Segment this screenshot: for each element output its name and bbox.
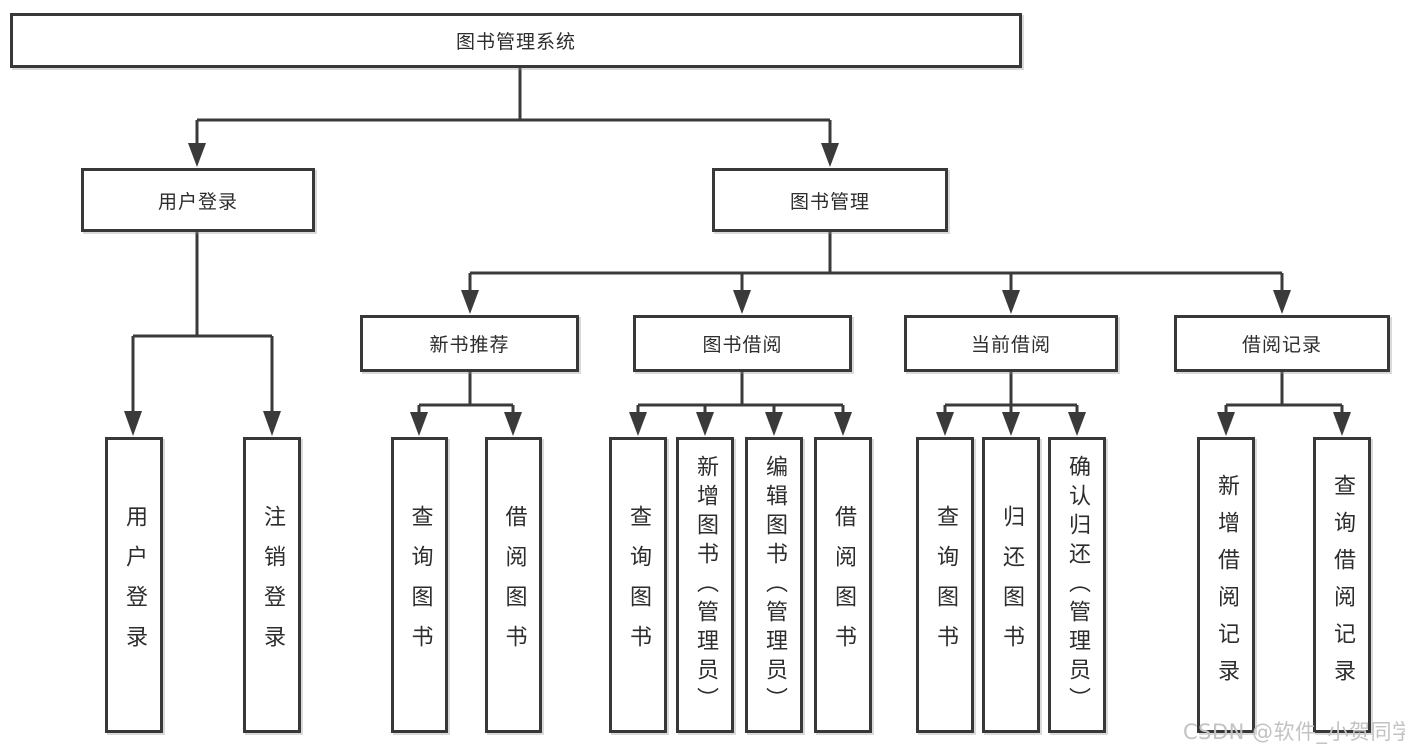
node-borrow-record-label: 借阅记录 (1241, 334, 1322, 356)
leaf-edit-books-admin-label: 编辑图书（管理员） (762, 454, 787, 716)
connector-book-mgmt-to-level3 (461, 232, 1291, 314)
leaf-query-books-recommend: 查询图书 (391, 437, 448, 733)
connector-current-borrow-to-leaves (936, 372, 1086, 436)
leaf-add-books-admin: 新增图书（管理员） (676, 437, 734, 733)
connector-new-book-rec-to-leaves (410, 372, 522, 436)
node-borrow-record: 借阅记录 (1174, 315, 1390, 372)
leaf-borrow-books-recommend: 借阅图书 (485, 437, 542, 733)
leaf-query-borrow-record-label: 查询借阅记录 (1330, 474, 1355, 696)
leaf-user-login: 用户登录 (105, 437, 163, 733)
connector-borrow-record-to-leaves (1217, 372, 1351, 436)
leaf-logout: 注销登录 (243, 437, 301, 733)
node-new-book-recommend-label: 新书推荐 (429, 334, 510, 356)
leaf-borrow-books: 借阅图书 (814, 437, 872, 733)
leaf-logout-label: 注销登录 (260, 505, 285, 665)
leaf-add-borrow-record: 新增借阅记录 (1197, 437, 1255, 733)
leaf-query-books-borrow-label: 查询图书 (626, 505, 651, 665)
leaf-query-books-recommend-label: 查询图书 (407, 505, 433, 665)
leaf-add-borrow-record-label: 新增借阅记录 (1214, 474, 1239, 696)
leaf-query-books-current: 查询图书 (916, 437, 974, 733)
node-book-borrow: 图书借阅 (633, 315, 852, 372)
leaf-confirm-return-admin-label: 确认归还（管理员） (1065, 454, 1090, 716)
leaf-return-books: 归还图书 (982, 437, 1040, 733)
node-library-system-label: 图书管理系统 (455, 31, 576, 53)
node-library-system: 图书管理系统 (10, 13, 1022, 68)
csdn-watermark: CSDN @软件_小贺同学 (1183, 720, 1405, 744)
node-new-book-recommend: 新书推荐 (360, 315, 579, 372)
connector-root-to-level2 (188, 67, 839, 167)
leaf-return-books-label: 归还图书 (999, 505, 1024, 665)
leaf-query-books-borrow: 查询图书 (609, 437, 667, 733)
node-book-management-label: 图书管理 (789, 190, 870, 213)
node-book-borrow-label: 图书借阅 (702, 334, 783, 356)
node-user-login-label: 用户登录 (157, 190, 238, 213)
leaf-query-borrow-record: 查询借阅记录 (1313, 437, 1371, 733)
node-current-borrow-label: 当前借阅 (970, 334, 1051, 356)
node-user-login: 用户登录 (81, 168, 315, 232)
connector-book-borrow-to-leaves (629, 372, 852, 436)
connector-user-login-to-leaves (124, 232, 281, 436)
leaf-edit-books-admin: 编辑图书（管理员） (745, 437, 803, 733)
leaf-query-books-current-label: 查询图书 (933, 505, 958, 665)
leaf-borrow-books-label: 借阅图书 (831, 505, 856, 665)
node-current-borrow: 当前借阅 (904, 315, 1118, 372)
leaf-user-login-label: 用户登录 (122, 505, 147, 665)
leaf-add-books-admin-label: 新增图书（管理员） (693, 454, 718, 716)
leaf-borrow-books-recommend-label: 借阅图书 (501, 505, 527, 665)
node-book-management: 图书管理 (712, 168, 948, 232)
leaf-confirm-return-admin: 确认归还（管理员） (1048, 437, 1106, 733)
